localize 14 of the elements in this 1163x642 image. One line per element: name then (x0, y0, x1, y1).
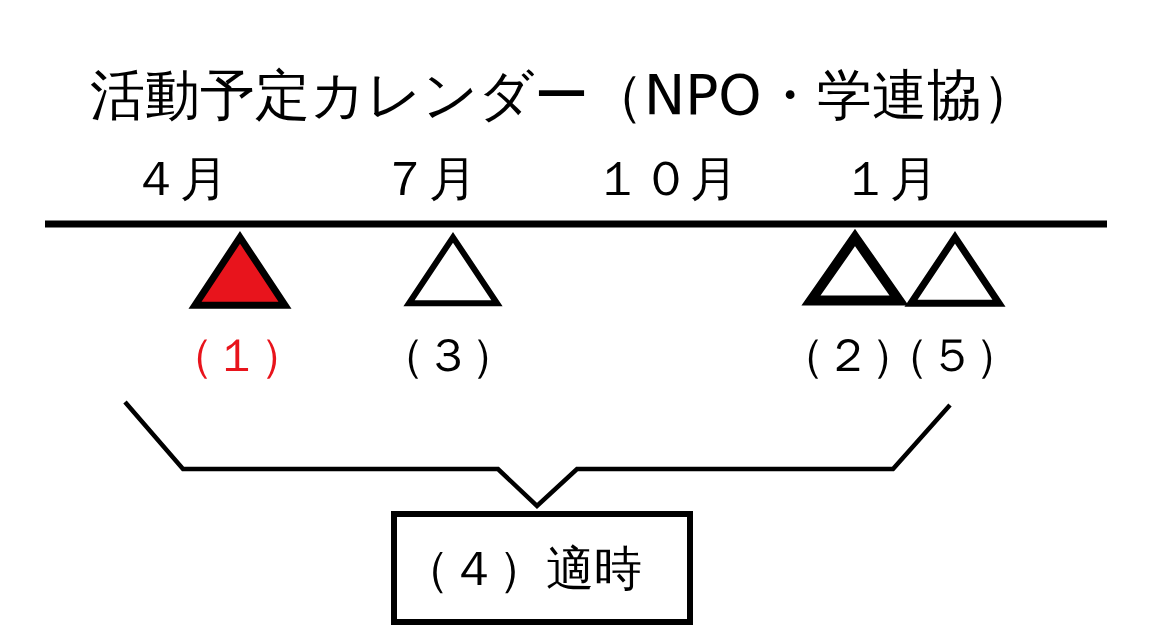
triangle-marker (801, 226, 909, 306)
title: 活動予定カレンダー（NPO・学連協） (90, 67, 1037, 123)
month-label: ７月 (381, 154, 477, 202)
marker-label: （３） (397, 332, 499, 378)
triangle-marker (904, 229, 1006, 308)
label-box: （４）適時 (391, 511, 693, 625)
marker-label: （５） (901, 332, 1003, 378)
month-label: ４月 (132, 154, 228, 202)
marker-label: （１） (186, 332, 288, 378)
month-label: １月 (842, 154, 938, 202)
triangle-marker (188, 229, 292, 310)
month-label: １０月 (594, 154, 738, 202)
triangle-marker (403, 230, 503, 307)
marker-label: （２） (797, 332, 899, 378)
